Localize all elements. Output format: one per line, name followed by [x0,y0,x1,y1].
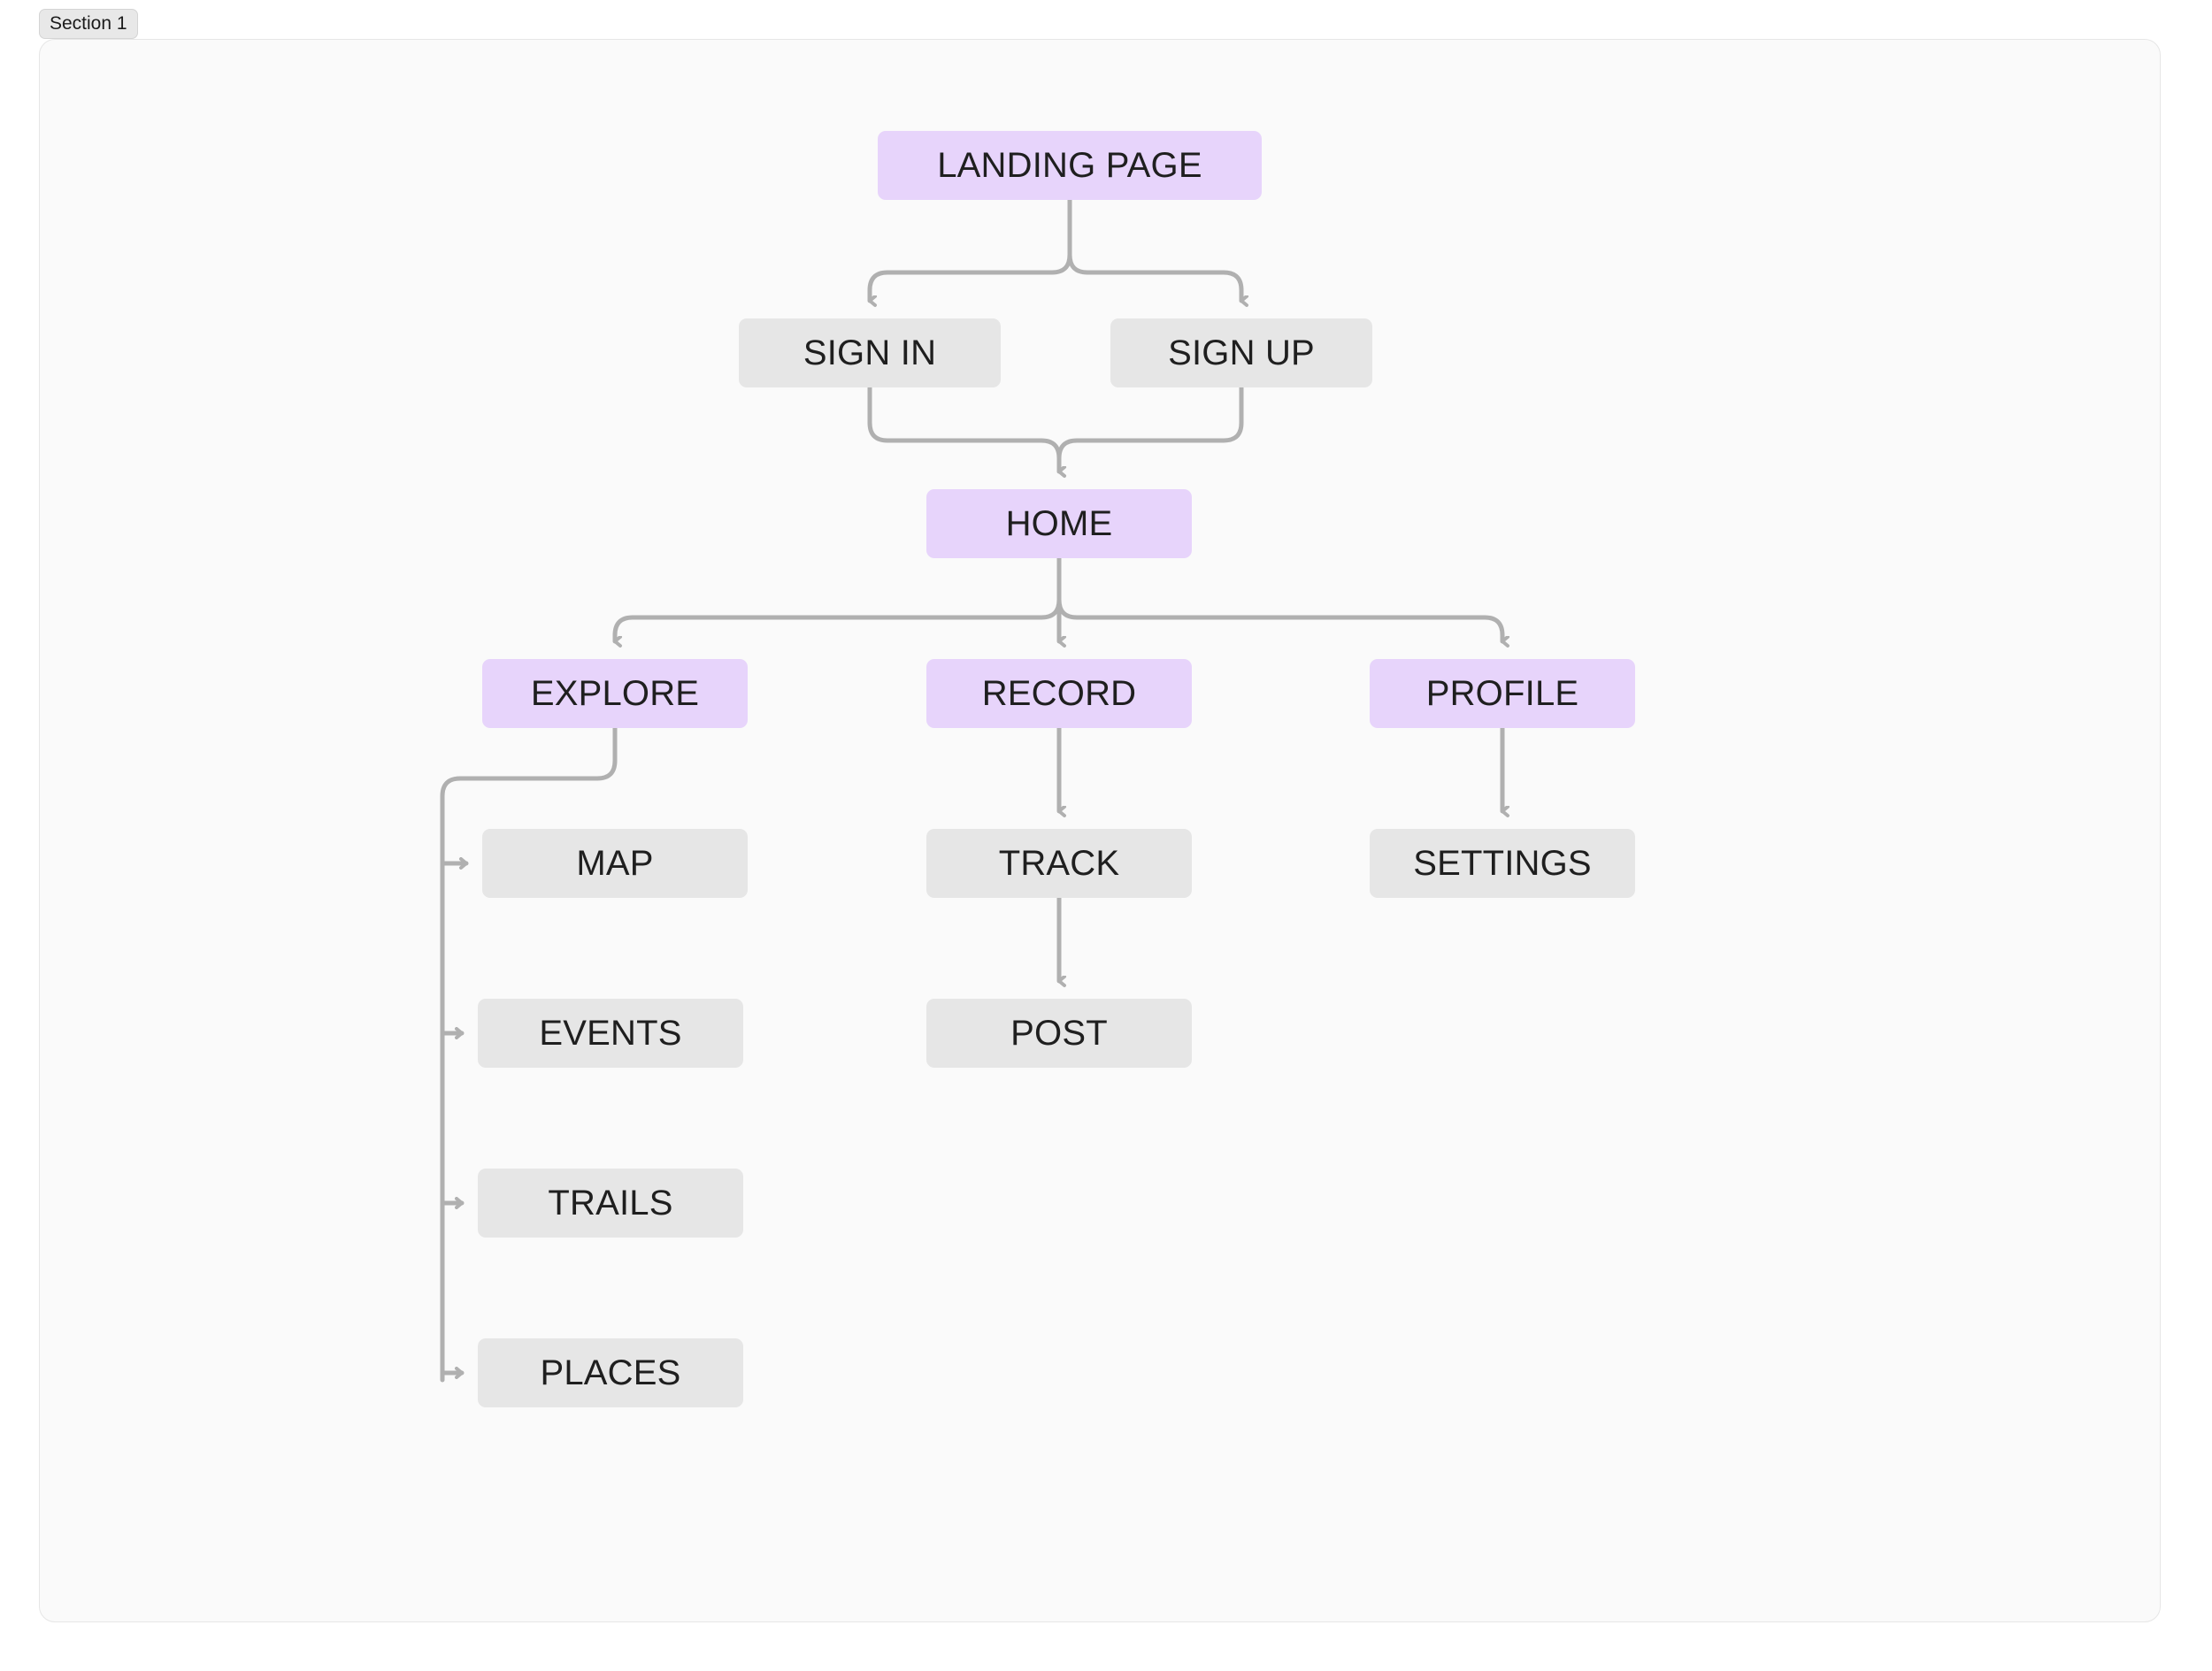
node-record[interactable]: RECORD [926,659,1192,728]
node-post[interactable]: POST [926,999,1192,1068]
node-explore[interactable]: EXPLORE [482,659,748,728]
node-settings[interactable]: SETTINGS [1370,829,1635,898]
node-sign-in[interactable]: SIGN IN [739,318,1001,387]
section-label-chip[interactable]: Section 1 [39,9,138,39]
node-profile[interactable]: PROFILE [1370,659,1635,728]
node-map[interactable]: MAP [482,829,748,898]
node-track[interactable]: TRACK [926,829,1192,898]
node-events[interactable]: EVENTS [478,999,743,1068]
node-sign-up[interactable]: SIGN UP [1110,318,1372,387]
node-places[interactable]: PLACES [478,1338,743,1407]
node-trails[interactable]: TRAILS [478,1169,743,1238]
node-home[interactable]: HOME [926,489,1192,558]
node-landing-page[interactable]: LANDING PAGE [878,131,1262,200]
